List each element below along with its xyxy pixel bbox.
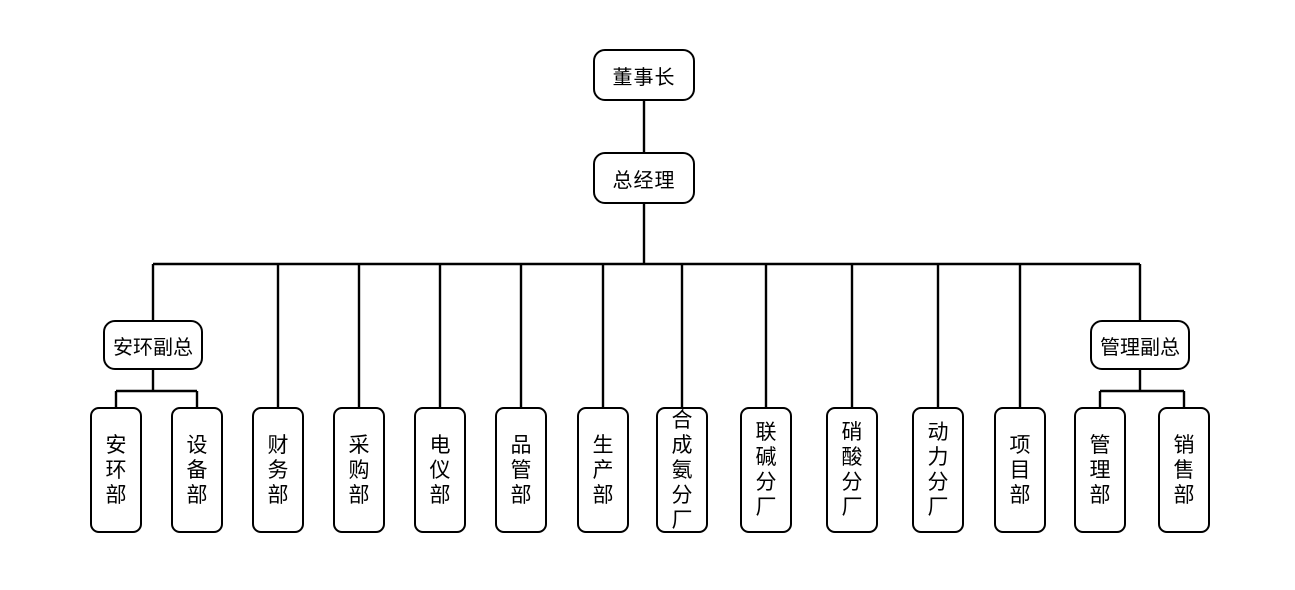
org-node-general-manager: 总经理 <box>593 152 695 204</box>
org-node-power-plant: 动力分厂 <box>912 407 964 533</box>
org-node-safety-vp: 安环副总 <box>103 320 203 370</box>
org-node-production-dept: 生产部 <box>577 407 629 533</box>
node-label: 硝酸分厂 <box>841 421 863 519</box>
org-node-management-dept: 管理部 <box>1074 407 1126 533</box>
management-vp-branch-connectors <box>1098 370 1186 407</box>
org-node-quality-control-dept: 品管部 <box>495 407 547 533</box>
node-label: 销售部 <box>1173 433 1195 507</box>
bus-drop-connectors <box>151 264 1142 407</box>
node-label: 总经理 <box>612 169 676 192</box>
node-label: 董事长 <box>612 66 676 89</box>
org-node-safety-dept: 安环部 <box>90 407 142 533</box>
safety-vp-branch-connectors <box>114 370 199 407</box>
node-label: 安环副总 <box>113 336 193 359</box>
node-label: 设备部 <box>186 433 208 507</box>
node-label: 安环部 <box>105 433 127 507</box>
node-label: 品管部 <box>510 433 532 507</box>
org-node-nitric-acid-plant: 硝酸分厂 <box>826 407 878 533</box>
node-label: 动力分厂 <box>927 421 949 519</box>
org-node-chairman: 董事长 <box>593 49 695 101</box>
org-node-equipment-dept: 设备部 <box>171 407 223 533</box>
org-node-finance-dept: 财务部 <box>252 407 304 533</box>
node-label: 生产部 <box>592 433 614 507</box>
org-node-combined-soda-plant: 联碱分厂 <box>740 407 792 533</box>
org-node-management-vp: 管理副总 <box>1090 320 1190 370</box>
node-label: 管理副总 <box>1100 336 1180 359</box>
node-label: 项目部 <box>1009 433 1031 507</box>
node-label: 电仪部 <box>429 433 451 507</box>
node-label: 采购部 <box>348 433 370 507</box>
node-label: 合成氨分厂 <box>671 408 693 532</box>
org-node-synthetic-ammonia-plant: 合成氨分厂 <box>656 407 708 533</box>
node-label: 财务部 <box>267 433 289 507</box>
org-node-project-dept: 项目部 <box>994 407 1046 533</box>
org-node-purchasing-dept: 采购部 <box>333 407 385 533</box>
org-node-sales-dept: 销售部 <box>1158 407 1210 533</box>
node-label: 管理部 <box>1089 433 1111 507</box>
node-label: 联碱分厂 <box>755 421 777 519</box>
org-node-electrical-instrument-dept: 电仪部 <box>414 407 466 533</box>
